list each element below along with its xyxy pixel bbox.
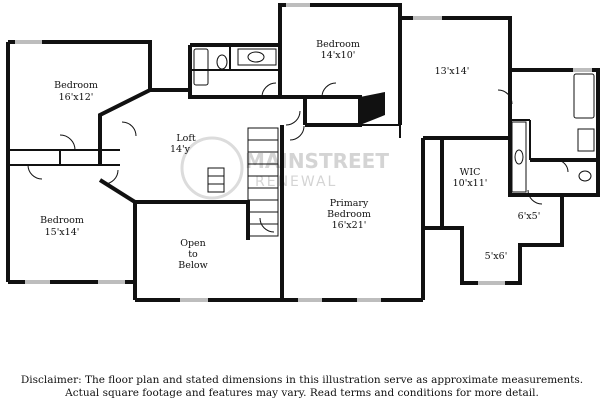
disclaimer-line2: Actual square footage and features may v… bbox=[65, 387, 539, 399]
label-open-below-1: Open bbox=[180, 238, 206, 249]
label-bedroom-top-left-dim: 16'x12' bbox=[59, 92, 94, 103]
watermark-line1: MAINSTREET bbox=[245, 149, 389, 173]
watermark-line2: RENEWAL bbox=[255, 174, 337, 190]
label-loft-dim: 14'y bbox=[170, 144, 191, 155]
interior-walls bbox=[8, 45, 531, 166]
wall-bath bbox=[510, 68, 600, 197]
primary-vanity bbox=[511, 121, 527, 193]
sink bbox=[247, 51, 265, 63]
wall-primary-right bbox=[421, 136, 444, 300]
label-bedroom-top-dim: 14'x10' bbox=[321, 50, 356, 61]
fixtures bbox=[193, 48, 595, 193]
room-labels: Bedroom 16'x12' Bedroom 14'x10' Bedroom … bbox=[40, 39, 540, 271]
door-swing bbox=[289, 125, 305, 141]
door-swing bbox=[27, 164, 43, 180]
door-swing bbox=[527, 189, 543, 205]
door-swing bbox=[59, 134, 76, 151]
door-swing bbox=[285, 110, 301, 126]
wall-loft-top bbox=[150, 88, 307, 125]
door-swing bbox=[103, 169, 119, 185]
door-swing bbox=[497, 89, 513, 105]
stair-landing bbox=[207, 167, 225, 193]
windows bbox=[15, 3, 592, 302]
stairs-frame bbox=[247, 127, 279, 237]
shower bbox=[577, 128, 595, 152]
label-open-below-2: to bbox=[188, 249, 198, 260]
wall-left-inner bbox=[98, 178, 137, 282]
label-open-below-3: Below bbox=[178, 260, 208, 271]
label-wic: WIC bbox=[460, 167, 481, 178]
bathtub bbox=[193, 48, 209, 86]
door-swing bbox=[261, 82, 277, 98]
label-closet-b: 5'x6' bbox=[485, 251, 508, 262]
door-swing bbox=[321, 82, 337, 98]
label-primary-dim: 16'x21' bbox=[332, 220, 367, 231]
label-primary-1: Primary bbox=[330, 198, 369, 209]
door-swing bbox=[555, 159, 569, 173]
label-wic-dim: 10'x11' bbox=[453, 178, 488, 189]
closet-wedge bbox=[360, 92, 385, 125]
wall-open-below bbox=[135, 200, 250, 240]
wall-closets bbox=[442, 195, 564, 285]
disclaimer-line1: Disclaimer: The floor plan and stated di… bbox=[20, 374, 584, 386]
staircase bbox=[207, 127, 279, 237]
watermark-logo bbox=[180, 136, 244, 200]
doors bbox=[27, 82, 569, 233]
bath-tub-primary bbox=[573, 73, 595, 119]
door-swing bbox=[259, 217, 275, 233]
vanity bbox=[237, 48, 277, 66]
label-primary-2: Bedroom bbox=[327, 209, 371, 220]
watermark: MAINSTREET RENEWAL bbox=[180, 136, 389, 200]
label-closet-a: 6'x5' bbox=[518, 211, 541, 222]
label-bedroom-bottom-left: Bedroom bbox=[40, 215, 84, 226]
primary-sink bbox=[514, 149, 524, 165]
primary-toilet bbox=[578, 170, 592, 182]
wall-closet bbox=[280, 95, 362, 127]
toilet bbox=[216, 54, 228, 70]
wall-wic-right bbox=[508, 135, 545, 197]
label-bedroom-top: Bedroom bbox=[316, 39, 360, 50]
wall-left-top bbox=[8, 40, 152, 165]
label-bedroom-bottom-left-dim: 15'x14' bbox=[45, 227, 80, 238]
label-bedroom-top-left: Bedroom bbox=[54, 80, 98, 91]
label-loft: Loft bbox=[176, 133, 196, 144]
label-sitting-dim: 13'x14' bbox=[435, 66, 470, 77]
door-swing bbox=[121, 121, 137, 137]
